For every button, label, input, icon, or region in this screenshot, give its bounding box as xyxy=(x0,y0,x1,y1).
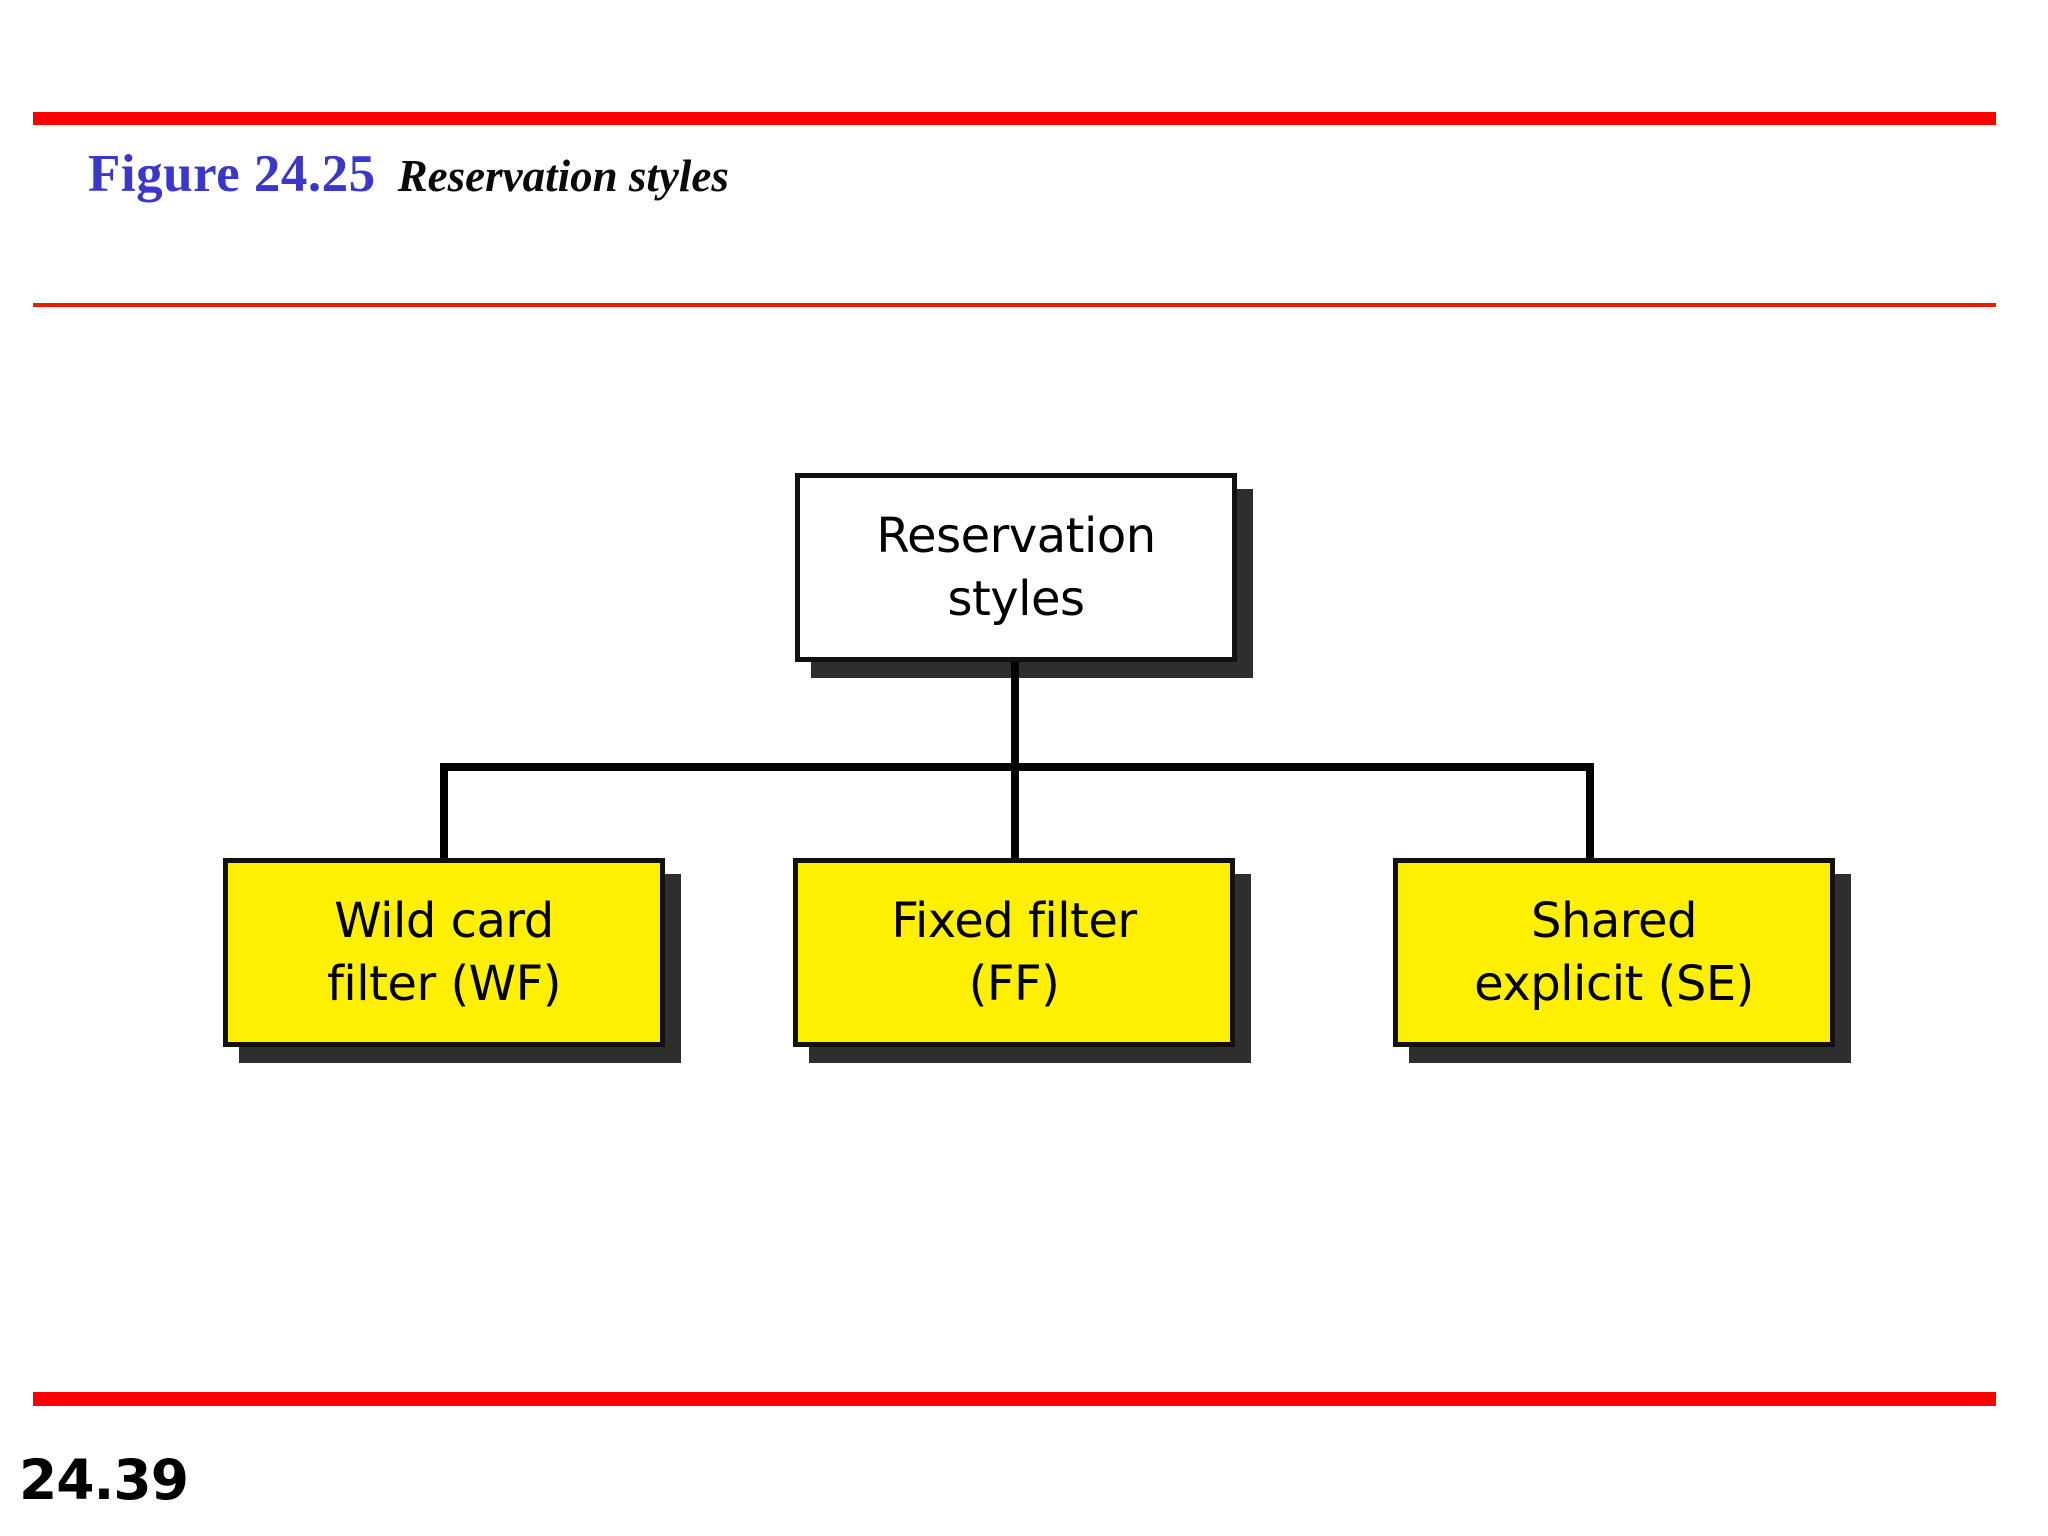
figure-caption: Reservation styles xyxy=(397,151,729,201)
node-reservation-styles[interactable]: Reservation styles xyxy=(795,473,1237,662)
heading-divider-rule xyxy=(33,303,1996,307)
connector-drop-shared-explicit xyxy=(1586,763,1594,860)
bottom-accent-rule xyxy=(33,1392,1996,1406)
figure-heading: Figure 24.25 Reservation styles xyxy=(88,148,729,201)
top-accent-rule xyxy=(33,112,1996,125)
node-shared-explicit[interactable]: Shared explicit (SE) xyxy=(1393,858,1835,1047)
node-fixed-filter-label-line1: Fixed filter xyxy=(891,893,1137,950)
node-wild-card-filter[interactable]: Wild card filter (WF) xyxy=(223,858,665,1047)
node-shared-explicit-label-line2: explicit (SE) xyxy=(1474,955,1754,1012)
node-fixed-filter[interactable]: Fixed filter (FF) xyxy=(793,858,1235,1047)
figure-number-label: Figure 24.25 xyxy=(88,145,376,203)
node-fixed-filter-label-line2: (FF) xyxy=(968,955,1060,1012)
connector-drop-fixed-filter xyxy=(1011,763,1019,860)
connector-drop-wild-card-filter xyxy=(440,763,448,860)
node-reservation-styles-label-line1: Reservation xyxy=(876,508,1156,565)
node-shared-explicit-label: Shared explicit (SE) xyxy=(1474,890,1754,1015)
node-wild-card-filter-label-line1: Wild card xyxy=(334,893,554,950)
node-wild-card-filter-label-line2: filter (WF) xyxy=(327,955,561,1012)
node-reservation-styles-label: Reservation styles xyxy=(876,505,1156,630)
node-reservation-styles-label-line2: styles xyxy=(947,570,1085,627)
node-fixed-filter-label: Fixed filter (FF) xyxy=(891,890,1137,1015)
page-number: 24.39 xyxy=(19,1448,189,1512)
node-shared-explicit-label-line1: Shared xyxy=(1531,893,1697,950)
connector-root-stem xyxy=(1011,662,1019,771)
node-wild-card-filter-label: Wild card filter (WF) xyxy=(327,890,561,1015)
